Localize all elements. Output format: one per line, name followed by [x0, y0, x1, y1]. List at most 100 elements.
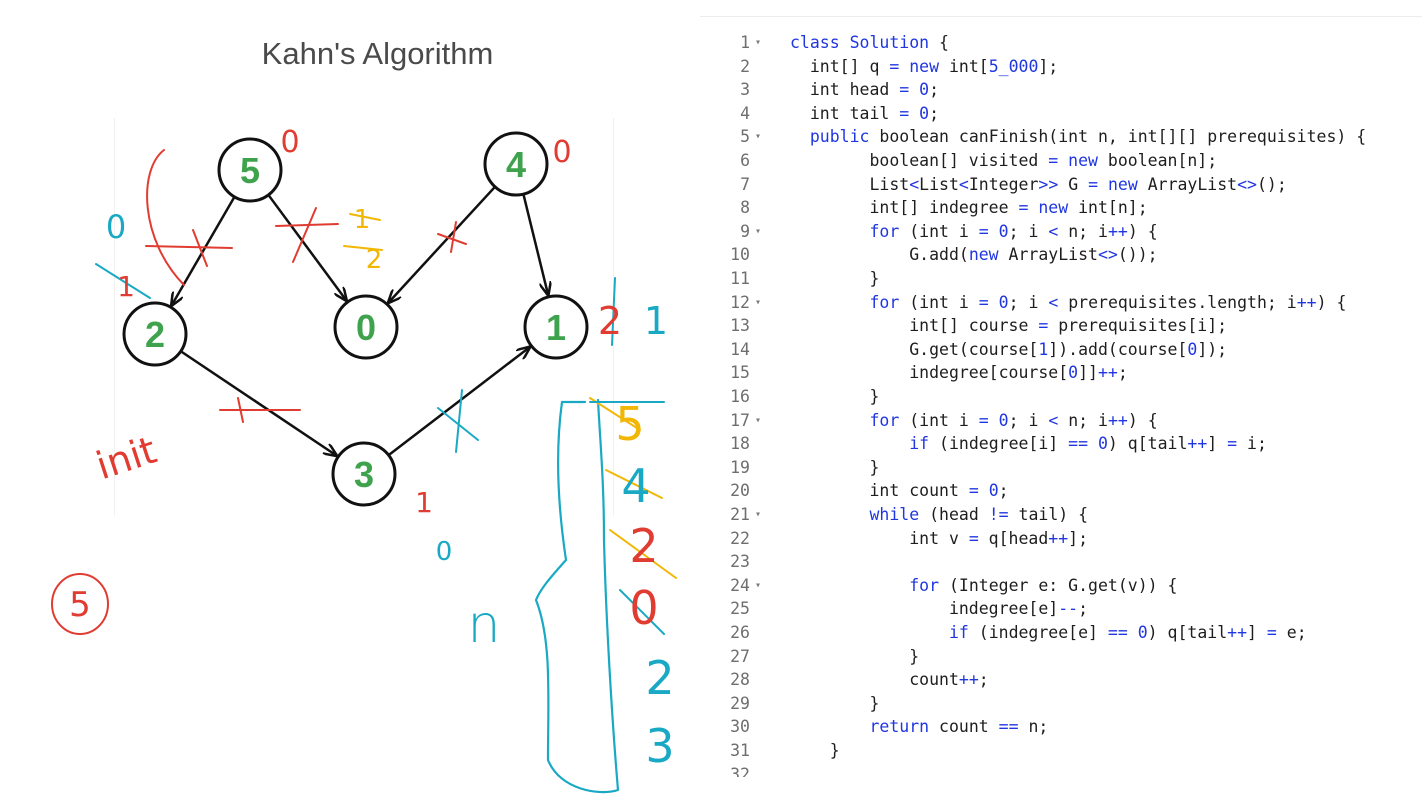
code-text: indegree[e]--;	[790, 597, 1088, 621]
edge-4-to-0	[388, 185, 496, 303]
code-token: }	[790, 646, 920, 666]
code-token: ++	[1296, 292, 1317, 312]
code-token: 0	[1137, 623, 1148, 642]
code-text: indegree[course[0]]++;	[790, 361, 1128, 385]
line-number: 3	[740, 80, 750, 100]
queue-value: 2	[645, 651, 674, 705]
line-number: 17	[730, 410, 750, 430]
edge-2-to-3	[180, 350, 337, 455]
node-circle	[333, 294, 399, 360]
code-token	[909, 104, 919, 123]
code-token: }	[790, 387, 880, 406]
code-token: (int i	[899, 410, 979, 430]
line-number: 18	[730, 434, 750, 454]
indegree-mark-0: 1	[354, 205, 371, 235]
code-token	[790, 293, 869, 312]
code-token: q[head	[978, 528, 1049, 548]
line-number: 24	[730, 575, 750, 595]
count-circle-mark	[51, 573, 109, 635]
code-text: }	[790, 739, 840, 763]
node-circle	[331, 441, 397, 507]
node-label: 4	[506, 144, 526, 185]
code-token: int[] indegree	[790, 198, 1019, 218]
code-token: ]]	[1078, 363, 1098, 383]
code-token: for	[869, 410, 900, 430]
queue-value: 4	[621, 459, 650, 513]
indegree-mark-1: 1	[644, 299, 668, 343]
code-editor[interactable]: 1▾class Solution {2 int[] q = new int[5_…	[700, 16, 1422, 777]
line-number: 29	[730, 693, 750, 713]
code-token	[979, 481, 989, 500]
code-token: =	[978, 292, 989, 312]
code-token: prerequisites.length; i	[1058, 292, 1297, 312]
fold-arrow-icon[interactable]: ▾	[755, 131, 762, 143]
code-token: =	[1266, 623, 1277, 642]
code-token: indegree[course[	[790, 363, 1069, 383]
fold-arrow-icon[interactable]: ▾	[755, 37, 762, 48]
code-token: Integer	[968, 174, 1039, 194]
code-token: ) q[tail	[1107, 434, 1188, 454]
code-token: ());	[1117, 245, 1158, 265]
code-token: new	[1107, 174, 1138, 194]
code-token: new	[968, 245, 999, 265]
fold-arrow-icon[interactable]: ▾	[755, 414, 762, 426]
code-token: boolean canFinish(int n, int[][] prerequ…	[869, 127, 1367, 147]
n-label: n	[468, 595, 501, 655]
graph-node-5: 5	[217, 137, 283, 203]
code-token: ;	[929, 80, 940, 100]
edge-5-to-0	[267, 194, 346, 301]
line-number: 1	[740, 33, 750, 52]
code-token: int count	[790, 481, 969, 501]
line-number: 30	[730, 717, 750, 737]
diagram-title: Kahn's Algorithm	[261, 36, 494, 71]
code-token: 0	[919, 103, 930, 123]
code-token: ) {	[1316, 292, 1347, 312]
code-token: ++	[958, 670, 979, 690]
code-token: int[] q	[790, 56, 890, 76]
node-circle	[523, 294, 589, 360]
node-label: 0	[356, 307, 376, 348]
fold-arrow-icon[interactable]: ▾	[755, 296, 762, 308]
code-token: <	[1048, 410, 1059, 430]
code-text: G.add(new ArrayList<>());	[790, 243, 1158, 267]
queue-value: 3	[645, 719, 674, 773]
code-token: int[n];	[1068, 198, 1148, 218]
code-token: int[	[939, 56, 989, 76]
node-circle	[483, 131, 549, 197]
code-text: }	[790, 692, 879, 716]
code-token: i;	[1237, 434, 1267, 454]
code-text: G.get(course[1]).add(course[0]);	[790, 338, 1227, 362]
code-token: ++	[1107, 410, 1128, 430]
node-circle	[217, 137, 283, 203]
code-token: (indegree[i]	[929, 434, 1069, 454]
code-token: 0	[919, 80, 930, 100]
code-token: G	[1058, 174, 1089, 194]
code-token: indegree[e]	[790, 599, 1059, 619]
code-token	[790, 434, 909, 453]
node-label: 1	[546, 307, 566, 348]
code-token: }	[790, 269, 880, 288]
code-text: int[] indegree = new int[n];	[790, 196, 1148, 220]
line-number: 28	[730, 670, 750, 690]
code-token: ) q[tail	[1147, 623, 1228, 642]
code-text: int head = 0;	[790, 78, 939, 102]
code-text: }	[790, 645, 919, 669]
code-token: ==	[998, 717, 1019, 737]
code-token: ]);	[1197, 339, 1228, 359]
code-text: public boolean canFinish(int n, int[][] …	[790, 125, 1366, 149]
graph-node-3: 3	[331, 441, 397, 507]
code-token: n; i	[1058, 410, 1108, 430]
code-token: =	[978, 410, 989, 430]
line-number: 15	[730, 363, 750, 383]
fold-arrow-icon[interactable]: ▾	[755, 225, 762, 237]
line-number: 27	[730, 646, 750, 666]
code-text: return count == n;	[790, 715, 1048, 739]
line-number: 25	[730, 599, 750, 619]
code-text: int v = q[head++];	[790, 527, 1088, 551]
queue-brace-mark	[534, 398, 620, 794]
code-token: for	[869, 221, 900, 241]
fold-arrow-icon[interactable]: ▾	[755, 509, 762, 520]
code-token: 1	[1038, 339, 1049, 359]
fold-arrow-icon[interactable]: ▾	[755, 579, 762, 591]
code-token: ++	[1048, 528, 1069, 548]
